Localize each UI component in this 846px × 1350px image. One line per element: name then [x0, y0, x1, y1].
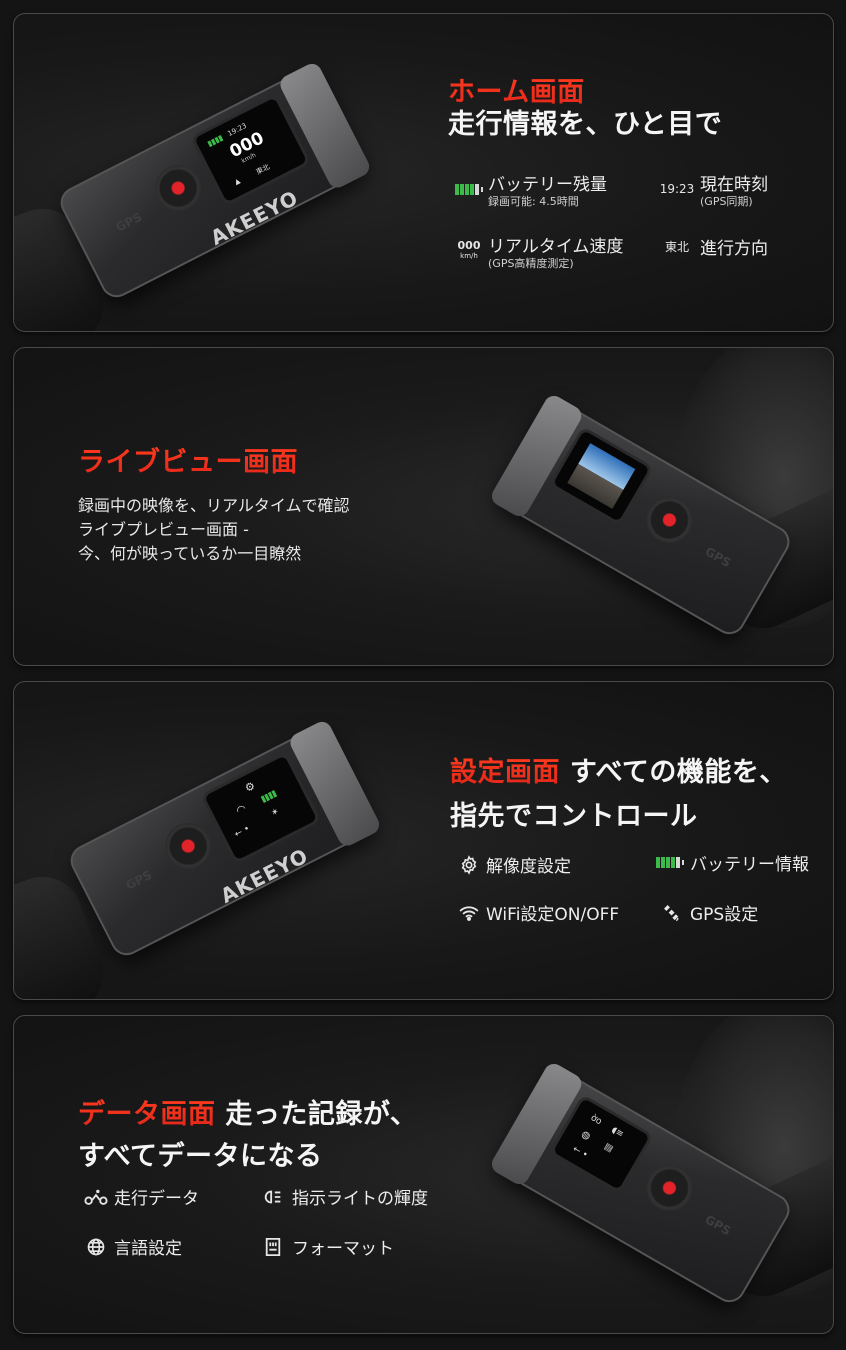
feature-battery-info: バッテリー情報 [650, 850, 809, 875]
liveview-screen-panel: GPS ライブビュー画面 録画中の映像を、リアルタイムで確認 ライブプレビュー画… [13, 347, 834, 666]
feature-current-time: 19:23 現在時刻 (GPS同期) [654, 170, 768, 208]
feature-realtime-speed: 000 km/h リアルタイム速度 (GPS高精度測定) [450, 232, 624, 270]
home-title-white: 走行情報を、ひと目で [448, 109, 723, 140]
feature-direction: 東北 進行方向 [654, 234, 768, 259]
settings-title: 設定画面 すべての機能を、 指先でコントロール [450, 757, 787, 832]
wifi-icon [452, 905, 486, 921]
feature-battery-level: バッテリー残量 録画可能: 4.5時間 [450, 170, 607, 208]
battery-icon [450, 183, 488, 195]
home-title: ホーム画面 走行情報を、ひと目で [448, 76, 722, 142]
liveview-description: 録画中の映像を、リアルタイムで確認 ライブプレビュー画面 - 今、何が映っている… [78, 496, 350, 563]
sd-card-icon [254, 1237, 292, 1257]
clock-text-icon: 19:23 [659, 182, 695, 196]
feature-language: 言語設定 [78, 1234, 182, 1259]
settings-screen-panel: ⚙ ◠ ← • ✶ GPS AKEEYO 設定画面 すべての機能を、 指先でコン… [13, 681, 834, 1000]
feature-wifi: WiFi設定ON/OFF [452, 900, 619, 925]
data-screen-panel: ờo ◖≡ ◍ ▤ ← • GPS データ画面 走った記録が、 すべてデータにな… [13, 1015, 834, 1334]
feature-light-brightness: 指示ライトの輝度 [254, 1184, 428, 1209]
direction-arrow-icon: ▲ [233, 176, 242, 187]
satellite-icon [654, 903, 690, 923]
direction-text-icon: 東北 [664, 240, 689, 254]
home-screen-panel: 19:23 000 km/h 東北 ▲ GPS AKEEYO ホーム画面 走行情… [13, 13, 834, 332]
headlight-icon [254, 1189, 292, 1205]
liveview-title: ライブビュー画面 [78, 447, 298, 478]
device-direction: 東北 [254, 162, 272, 177]
speed-icon: 000 km/h [457, 239, 481, 260]
feature-format: フォーマット [254, 1234, 394, 1259]
feature-ride-data: 走行データ [78, 1184, 199, 1209]
data-title: データ画面 走った記録が、 すべてデータになる [78, 1099, 418, 1172]
gear-icon [452, 854, 486, 875]
battery-icon [650, 857, 690, 868]
cyclist-icon [78, 1188, 114, 1206]
globe-icon [78, 1237, 114, 1257]
feature-gps: GPS設定 [654, 900, 758, 925]
home-title-red: ホーム画面 [448, 76, 722, 110]
feature-resolution: 解像度設定 [452, 852, 571, 877]
